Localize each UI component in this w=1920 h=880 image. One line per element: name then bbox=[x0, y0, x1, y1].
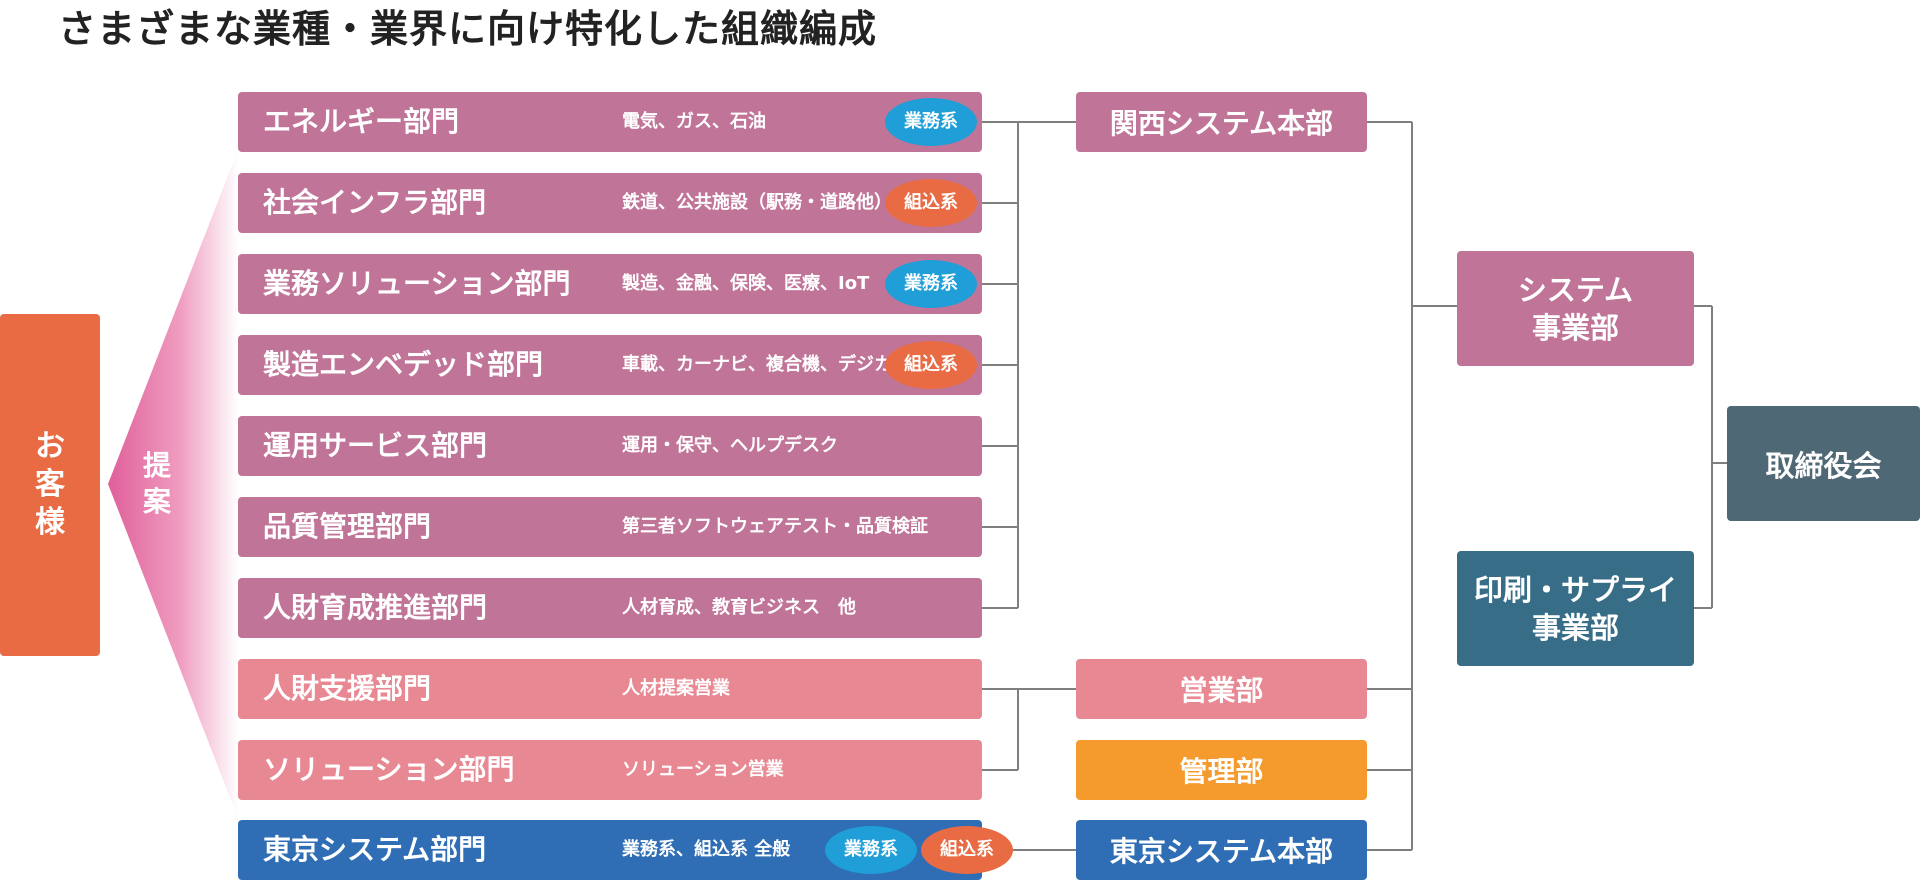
dept-description: 人材育成、教育ビジネス 他 bbox=[622, 597, 856, 618]
dept-name: 社会インフラ部門 bbox=[263, 186, 487, 219]
dept-human-resource-development: 人財育成推進部門 人材育成、教育ビジネス 他 bbox=[238, 578, 982, 638]
dept-manufacturing-embedded: 製造エンベデッド部門 車載、カーナビ、複合機、デジカメ 組込系 bbox=[238, 335, 982, 395]
admin-department-box: 管理部 bbox=[1076, 740, 1367, 800]
dept-description: 電気、ガス、石油 bbox=[622, 111, 766, 132]
dept-description: 鉄道、公共施設（駅務・道路他） bbox=[622, 192, 892, 213]
dept-description: ソリューション営業 bbox=[622, 759, 784, 780]
dept-human-resource-support: 人財支援部門 人材提案営業 bbox=[238, 659, 982, 719]
dept-description: 人材提案営業 bbox=[622, 678, 730, 699]
system-division-label-line1: システム bbox=[1517, 272, 1634, 307]
dept-tokyo-system: 東京システム部門 業務系、組込系 全般 業務系 組込系 bbox=[238, 820, 1013, 880]
dept-name: エネルギー部門 bbox=[263, 105, 460, 138]
system-division-label-line2: 事業部 bbox=[1531, 310, 1619, 345]
dept-description: 製造、金融、保険、医療、IoT bbox=[622, 273, 870, 294]
badge-gyomu: 業務系 bbox=[885, 98, 977, 146]
proposal-wedge bbox=[108, 150, 238, 818]
customer-box: お客様 bbox=[0, 314, 100, 656]
dept-social-infra: 社会インフラ部門 鉄道、公共施設（駅務・道路他） 組込系 bbox=[238, 173, 982, 233]
dept-name: ソリューション部門 bbox=[263, 753, 515, 786]
dept-name: 人財育成推進部門 bbox=[263, 591, 488, 624]
proposal-label: 提案 bbox=[142, 449, 171, 518]
kansai-system-hq-box: 関西システム本部 bbox=[1076, 92, 1367, 152]
board-of-directors-box: 取締役会 bbox=[1727, 406, 1920, 521]
dept-description: 第三者ソフトウェアテスト・品質検証 bbox=[622, 516, 928, 537]
dept-name: 人財支援部門 bbox=[263, 672, 432, 705]
printing-division-label-line1: 印刷・サプライ bbox=[1473, 572, 1677, 607]
tokyo-system-hq-box: 東京システム本部 bbox=[1076, 820, 1367, 880]
board-of-directors-label: 取締役会 bbox=[1765, 448, 1882, 483]
system-division-box: システム 事業部 bbox=[1457, 251, 1694, 366]
badge-kumikomi: 組込系 bbox=[921, 826, 1013, 874]
dept-name: 製造エンベデッド部門 bbox=[263, 348, 544, 381]
dept-energy: エネルギー部門 電気、ガス、石油 業務系 bbox=[238, 92, 982, 152]
badge-gyomu: 業務系 bbox=[885, 260, 977, 308]
dept-name: 運用サービス部門 bbox=[263, 429, 488, 462]
printing-division-label-line2: 事業部 bbox=[1531, 610, 1619, 645]
dept-name: 東京システム部門 bbox=[263, 833, 487, 866]
dept-description: 車載、カーナビ、複合機、デジカメ bbox=[622, 354, 910, 375]
dept-solution: ソリューション部門 ソリューション営業 bbox=[238, 740, 982, 800]
badge-gyomu: 業務系 bbox=[825, 826, 917, 874]
badge-kumikomi: 組込系 bbox=[885, 341, 977, 389]
dept-quality-management: 品質管理部門 第三者ソフトウェアテスト・品質検証 bbox=[238, 497, 982, 557]
tokyo-system-hq-label: 東京システム本部 bbox=[1109, 835, 1334, 868]
admin-department-label: 管理部 bbox=[1179, 755, 1264, 788]
sales-department-box: 営業部 bbox=[1076, 659, 1367, 719]
kansai-system-hq-label: 関西システム本部 bbox=[1109, 107, 1334, 140]
page-title: さまざまな業種・業界に向け特化した組織編成 bbox=[58, 6, 878, 51]
sales-department-label: 営業部 bbox=[1179, 674, 1264, 707]
dept-description: 業務系、組込系 全般 bbox=[622, 839, 791, 860]
printing-supply-division-box: 印刷・サプライ 事業部 bbox=[1457, 551, 1694, 666]
dept-name: 品質管理部門 bbox=[263, 510, 432, 543]
dept-description: 運用・保守、ヘルプデスク bbox=[622, 435, 838, 456]
customer-label: お客様 bbox=[35, 429, 65, 540]
dept-name: 業務ソリューション部門 bbox=[263, 267, 571, 300]
dept-business-solution: 業務ソリューション部門 製造、金融、保険、医療、IoT 業務系 bbox=[238, 254, 982, 314]
badge-kumikomi: 組込系 bbox=[885, 179, 977, 227]
dept-operation-service: 運用サービス部門 運用・保守、ヘルプデスク bbox=[238, 416, 982, 476]
